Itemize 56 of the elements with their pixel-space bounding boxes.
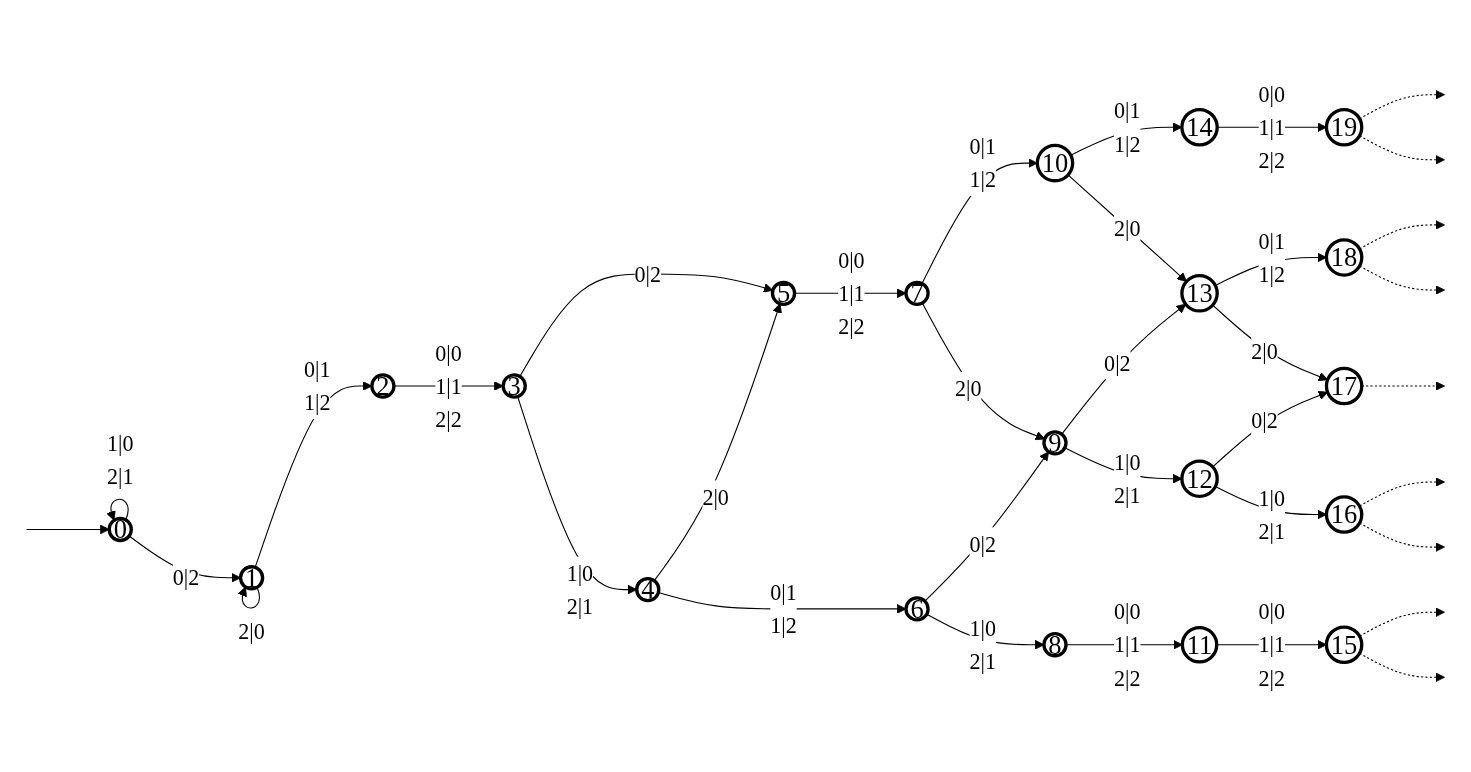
edge-label: 2|0 <box>702 484 729 510</box>
arrow <box>921 302 1046 441</box>
node-circle: 4 <box>635 576 661 603</box>
node-circle: 5 <box>770 280 797 306</box>
edge-label: 0|0 1|1 2|2 <box>435 340 462 432</box>
node-circle: 8 <box>1042 632 1068 658</box>
arrow <box>254 381 373 568</box>
arrow <box>1212 304 1329 382</box>
arrow <box>1359 135 1445 165</box>
node-circle: 2 <box>370 373 396 399</box>
edge-label: 0|0 1|1 2|2 <box>838 248 865 339</box>
arrow <box>237 586 260 609</box>
edge-label: 0|1 1|2 <box>304 357 331 415</box>
node-circle: 14 <box>1180 107 1219 147</box>
edge-label: 0|1 1|2 <box>1258 228 1286 287</box>
edge-label: 0|2 <box>634 261 662 287</box>
arrow <box>924 451 1049 602</box>
edge-label: 1|0 2|1 <box>1114 450 1141 508</box>
arrow <box>1359 607 1445 637</box>
edge-label: 0|1 1|2 <box>1114 98 1141 156</box>
node-circle: 0 <box>107 516 133 543</box>
node-circle: 17 <box>1324 366 1364 406</box>
edge-label: 0|1 1|2 <box>770 580 797 638</box>
node-circle: 13 <box>1180 274 1219 313</box>
edge-label: 0|1 1|2 <box>969 134 996 192</box>
edge-label: 2|0 <box>238 618 265 644</box>
edge-label: 0|0 1|1 2|2 <box>1258 82 1286 173</box>
edge-label: 1|0 2|1 <box>969 616 996 674</box>
edge-label: 0|2 <box>969 531 996 556</box>
node-circle: 1 <box>238 565 265 591</box>
edge-label: 0|2 <box>1104 350 1131 375</box>
arrow <box>1061 303 1187 435</box>
edge-label: 2|0 <box>954 376 982 401</box>
node-circle: 15 <box>1324 625 1364 665</box>
edge-label: 0|2 <box>172 565 200 590</box>
node-circle: 18 <box>1324 238 1364 277</box>
node-circle: 12 <box>1180 459 1219 498</box>
arrow <box>106 498 129 521</box>
edge-label: 1|0 2|1 <box>566 560 594 619</box>
edge-label: 2|0 <box>1114 216 1141 241</box>
node-circle: 10 <box>1035 143 1075 183</box>
node-circle: 3 <box>501 373 527 399</box>
edge-label: 2|0 <box>1251 339 1278 364</box>
arrow <box>1067 174 1187 282</box>
edge-label: 1|0 2|1 <box>1258 485 1286 544</box>
edge-label: 1|0 2|1 <box>107 430 134 489</box>
edge-label: 0|2 <box>1251 408 1278 433</box>
arrow <box>1212 390 1329 468</box>
node-circle: 9 <box>1042 430 1068 456</box>
node-circle: 6 <box>904 596 930 622</box>
node-circle: 16 <box>1324 495 1364 534</box>
edge-label: 0|0 1|1 2|2 <box>1258 599 1286 690</box>
node-circle: 19 <box>1324 107 1364 147</box>
edge-label: 0|0 1|1 2|2 <box>1114 599 1141 690</box>
arrow <box>653 303 782 582</box>
node-circle: 11 <box>1180 625 1219 664</box>
